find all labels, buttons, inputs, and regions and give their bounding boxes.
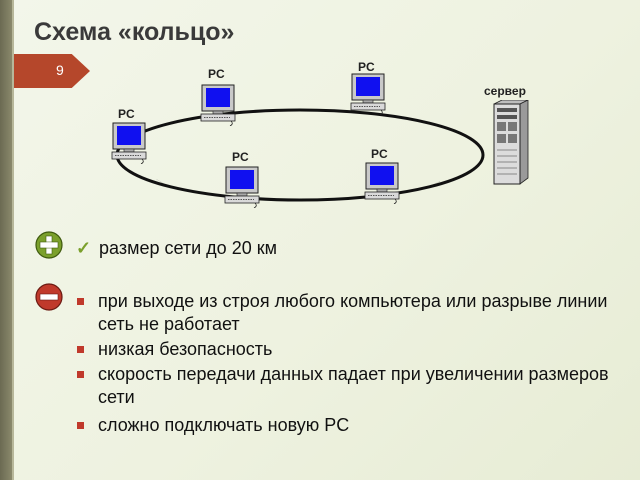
ring-arrow xyxy=(156,179,165,184)
server-label: сервер xyxy=(484,84,526,98)
cons-list: при выходе из строя любого компьютера ил… xyxy=(76,290,616,439)
ring-arrow xyxy=(437,124,445,128)
pc-label: PC xyxy=(371,147,388,161)
cons-item: скорость передачи данных падает при увел… xyxy=(76,363,616,409)
server-icon xyxy=(493,100,529,185)
pc-label: PC xyxy=(358,60,375,74)
pc-computer-icon xyxy=(224,166,260,208)
ring-arrow xyxy=(171,121,181,125)
slide-number: 9 xyxy=(56,62,64,78)
cons-item: низкая безопасность xyxy=(76,338,616,361)
left-decorative-bar xyxy=(0,0,12,480)
left-decorative-line xyxy=(12,0,14,480)
pros-list: размер сети до 20 км xyxy=(76,236,277,260)
pc-label: PC xyxy=(232,150,249,164)
pc-computer-icon xyxy=(111,122,147,164)
pc-label: PC xyxy=(208,67,225,81)
slide-number-tab: 9 xyxy=(14,54,90,88)
slide-title: Схема «кольцо» xyxy=(34,18,235,46)
minus-icon xyxy=(35,283,63,311)
ring-arrow xyxy=(431,181,440,186)
plus-icon xyxy=(35,231,63,259)
pros-item: размер сети до 20 км xyxy=(76,236,277,260)
ring-cable xyxy=(115,108,485,202)
cons-item: сложно подключать новую PC xyxy=(76,414,616,437)
pc-computer-icon xyxy=(350,73,386,115)
cons-item: при выходе из строя любого компьютера ил… xyxy=(76,290,616,336)
pc-computer-icon xyxy=(364,162,400,204)
pc-label: PC xyxy=(118,107,135,121)
pc-computer-icon xyxy=(200,84,236,126)
